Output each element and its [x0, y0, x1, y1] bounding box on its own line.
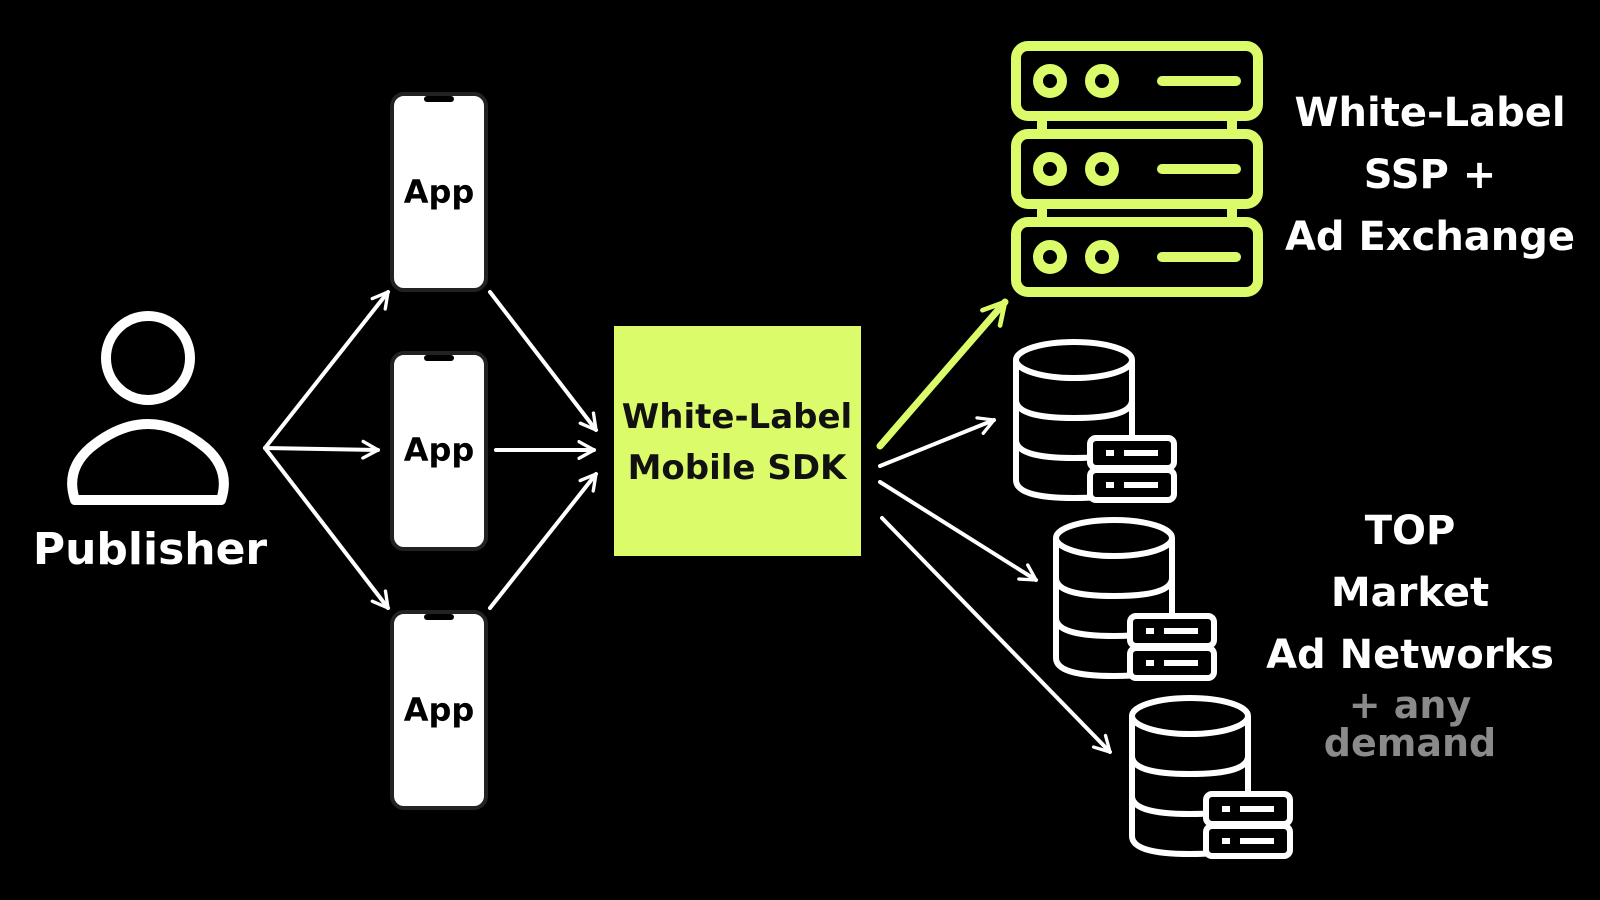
- server-stack-icon: [1011, 41, 1263, 297]
- arrow-publisher-app1: [263, 290, 390, 450]
- arrow-sdk-ssp: [876, 298, 1009, 450]
- app-label-1: App: [403, 173, 475, 211]
- sdk-label-line1: White-Label: [621, 397, 853, 437]
- publisher-label: Publisher: [32, 524, 268, 575]
- phone-icon-3: [390, 610, 488, 810]
- ssp-label-line3: Ad Exchange: [1284, 214, 1576, 260]
- app-label-3: App: [403, 691, 475, 729]
- phone-icon-2: [390, 351, 488, 551]
- ssp-label: White-Label SSP + Ad Exchange: [1280, 82, 1580, 268]
- sdk-box: [614, 326, 861, 556]
- any-demand-label: + any demand: [1323, 683, 1497, 765]
- phone-icon-1: [390, 92, 488, 292]
- database-icon-3: [1129, 695, 1293, 859]
- user-icon: [67, 311, 229, 505]
- arrow-publisher-app2: [263, 439, 380, 460]
- arrow-sdk-network3: [880, 516, 1112, 754]
- database-icon-2: [1053, 517, 1217, 681]
- database-icon-1: [1013, 339, 1177, 503]
- sdk-label: White-Label Mobile SDK: [614, 392, 860, 494]
- networks-label: TOP Market Ad Networks: [1260, 500, 1560, 686]
- ssp-label-line1: White-Label: [1294, 90, 1566, 136]
- networks-label-line3: Ad Networks: [1266, 632, 1554, 678]
- ssp-label-line2: SSP +: [1363, 152, 1497, 198]
- sdk-label-line2: Mobile SDK: [627, 448, 847, 488]
- arrow-sdk-network2: [878, 480, 1038, 582]
- arrow-publisher-app3: [263, 446, 390, 610]
- app-label-2: App: [403, 431, 475, 469]
- networks-label-line1: TOP: [1364, 508, 1456, 554]
- arrow-sdk-network1: [878, 416, 996, 468]
- arrow-app1-sdk: [488, 290, 598, 432]
- networks-label-line2: Market: [1330, 570, 1490, 616]
- arrow-app3-sdk: [488, 472, 598, 610]
